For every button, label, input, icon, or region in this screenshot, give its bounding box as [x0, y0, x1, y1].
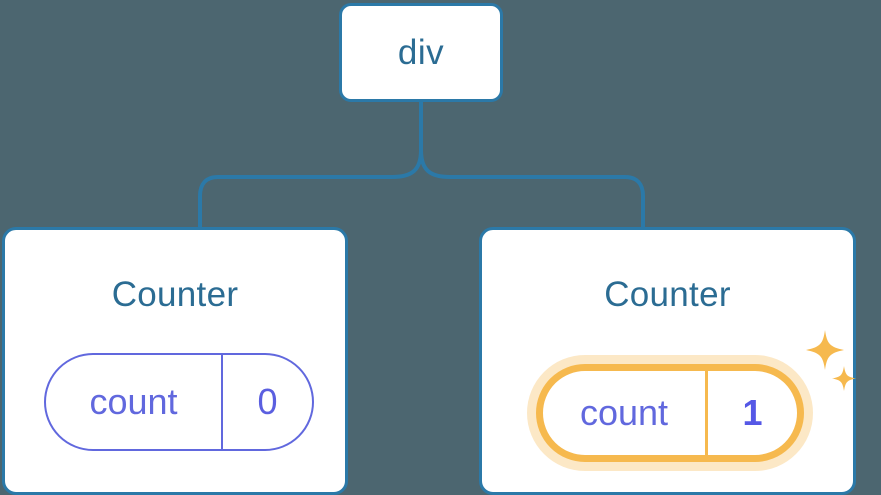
state-pill-left[interactable]: count 0: [44, 353, 314, 451]
state-pill-left-key: count: [89, 381, 178, 422]
state-pill-right-value-cell: 1: [705, 371, 797, 455]
edge-root-to-left-counter: [198, 149, 423, 228]
card-counter-left-title: Counter: [111, 275, 239, 314]
sparkle-small-icon: [832, 366, 856, 391]
state-pill-right[interactable]: count 1: [536, 364, 804, 462]
state-pill-right-value: 1: [742, 392, 763, 433]
card-counter-right-title: Counter: [604, 275, 731, 314]
state-pill-left-key-cell: count: [46, 355, 221, 449]
state-pill-right-key-cell: count: [543, 371, 705, 455]
card-counter-right[interactable]: Counter count 1: [479, 227, 856, 495]
card-counter-left[interactable]: Counter count 0: [2, 227, 348, 495]
node-div-label: div: [397, 33, 445, 72]
state-pill-left-wrapper: count 0: [44, 353, 314, 451]
state-pill-left-value: 0: [257, 381, 278, 422]
node-div[interactable]: div: [339, 3, 503, 102]
edge-root-to-right-counter: [419, 149, 645, 228]
state-pill-right-wrapper: count 1: [525, 353, 815, 473]
state-pill-right-key: count: [579, 392, 669, 433]
state-pill-left-value-cell: 0: [221, 355, 312, 449]
